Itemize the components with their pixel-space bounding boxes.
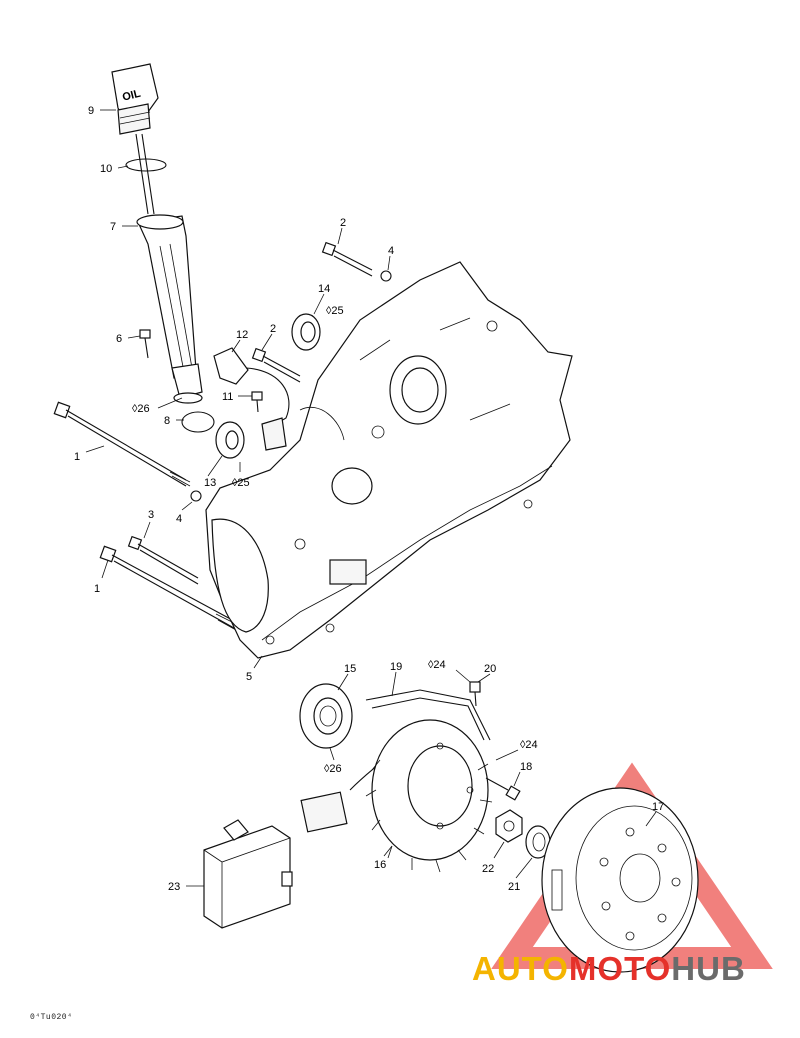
- o-ring-8: [181, 411, 215, 433]
- screw-11: [251, 391, 263, 413]
- washer-4-top: [380, 270, 392, 282]
- callout-24a: ◊24: [428, 659, 446, 671]
- callout-5: 5: [246, 671, 252, 683]
- callout-23: 23: [168, 881, 180, 893]
- callout-11: 11: [222, 391, 233, 403]
- seal-13: [215, 421, 245, 459]
- watermark-logo: AUTOMOTOHUB: [472, 950, 746, 988]
- sensor-12: [213, 347, 290, 425]
- bolt-2-top: [321, 241, 373, 277]
- screw-18: [485, 777, 521, 801]
- callout-labels: 9 10 7 6 ◊26 8 1 2 4 14 ◊25 12 2 11 13 ◊…: [74, 105, 664, 893]
- callout-7: 7: [110, 221, 116, 233]
- callout-19: 19: [390, 661, 402, 673]
- crankcase-half: [205, 261, 573, 659]
- callout-26a: ◊26: [132, 403, 150, 415]
- callout-14: 14: [318, 283, 330, 295]
- callout-4a: 4: [388, 245, 394, 257]
- callout-25b: ◊25: [232, 477, 250, 489]
- logo-part-auto: AUTO: [472, 950, 569, 987]
- callout-1b: 1: [94, 583, 100, 595]
- screw-6: [139, 329, 151, 359]
- long-bolt-upper: [53, 401, 191, 487]
- o-ring-10: [125, 158, 167, 172]
- callout-20: 20: [484, 663, 496, 675]
- callout-4b: 4: [176, 513, 182, 525]
- callout-16: 16: [374, 859, 386, 871]
- nut-22: [495, 809, 523, 843]
- callout-25a: ◊25: [326, 305, 344, 317]
- callout-1a: 1: [74, 451, 80, 463]
- voltage-regulator-23: [203, 819, 293, 929]
- callout-12: 12: [236, 329, 248, 341]
- cap-oil-text: OIL: [121, 88, 142, 104]
- callout-8: 8: [164, 415, 170, 427]
- callout-26b: ◊26: [324, 763, 342, 775]
- callout-10: 10: [100, 163, 112, 175]
- callout-24b: ◊24: [520, 739, 538, 751]
- washer-4-lower: [190, 490, 202, 502]
- callout-13: 13: [204, 477, 216, 489]
- callout-18: 18: [520, 761, 532, 773]
- bolt-3: [127, 535, 199, 585]
- seal-14: [291, 313, 321, 351]
- oil-filler-cap: OIL: [111, 63, 159, 215]
- callout-21: 21: [508, 881, 520, 893]
- callout-2b: 2: [270, 323, 276, 335]
- rotor-17: [541, 787, 699, 973]
- callout-22: 22: [482, 863, 494, 875]
- dipstick-tube: [136, 214, 203, 404]
- callout-3: 3: [148, 509, 154, 521]
- logo-part-hub: HUB: [671, 950, 746, 987]
- bearing-15: [299, 683, 353, 749]
- drawing-code: 0⁴Tu020⁴: [30, 1013, 73, 1022]
- leader-lines: [85, 109, 657, 887]
- screw-20: [469, 681, 481, 707]
- logo-part-moto: MOTO: [568, 950, 672, 987]
- callout-2a: 2: [340, 217, 346, 229]
- callout-15: 15: [344, 663, 356, 675]
- bolt-2-middle: [251, 347, 301, 383]
- stator-16: [365, 719, 493, 873]
- callout-6: 6: [116, 333, 122, 345]
- callout-17: 17: [652, 801, 664, 813]
- callout-9: 9: [88, 105, 94, 117]
